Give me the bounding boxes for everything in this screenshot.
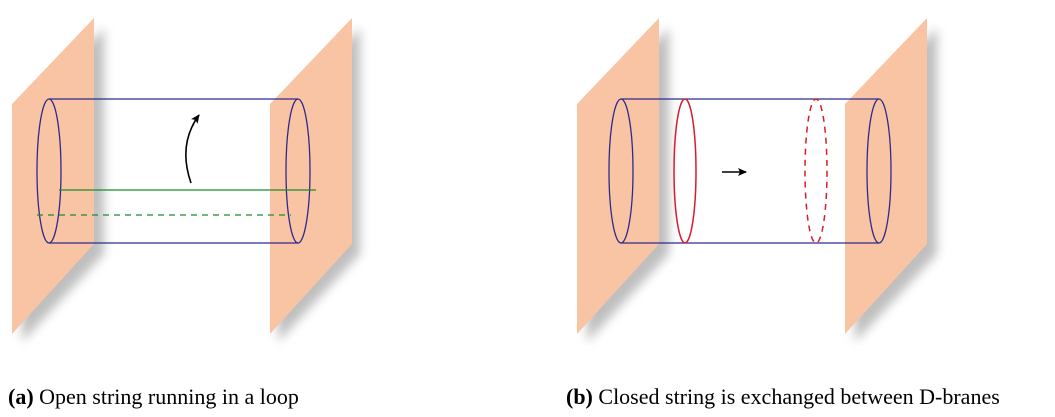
annulus-cylinder-b xyxy=(608,98,892,244)
closed-string-b xyxy=(673,98,828,244)
right-d-brane-a xyxy=(270,18,360,342)
closed-string-start xyxy=(673,98,697,244)
left-boundary-circle-b xyxy=(608,98,634,244)
right-d-brane-b xyxy=(845,18,937,342)
right-boundary-circle-a xyxy=(285,98,311,244)
caption-b-label: (b) xyxy=(566,384,593,409)
right-boundary-circle-b xyxy=(866,98,892,244)
closed-string-end xyxy=(804,98,828,244)
left-d-brane-a xyxy=(12,18,104,342)
left-boundary-circle-a xyxy=(36,98,62,244)
annulus-cylinder-a xyxy=(36,98,311,244)
panel-b xyxy=(577,18,937,342)
loop-arrow xyxy=(184,114,200,184)
panel-a xyxy=(12,18,360,342)
caption-a-label: (a) xyxy=(8,384,34,409)
caption-a-text: Open string running in a loop xyxy=(39,384,299,409)
left-d-brane-b xyxy=(577,18,669,342)
caption-panel-a: (a) Open string running in a loop xyxy=(8,384,299,410)
caption-panel-b: (b) Closed string is exchanged between D… xyxy=(566,384,1000,410)
open-string-a xyxy=(37,189,316,216)
caption-b-text: Closed string is exchanged between D-bra… xyxy=(598,384,1000,409)
